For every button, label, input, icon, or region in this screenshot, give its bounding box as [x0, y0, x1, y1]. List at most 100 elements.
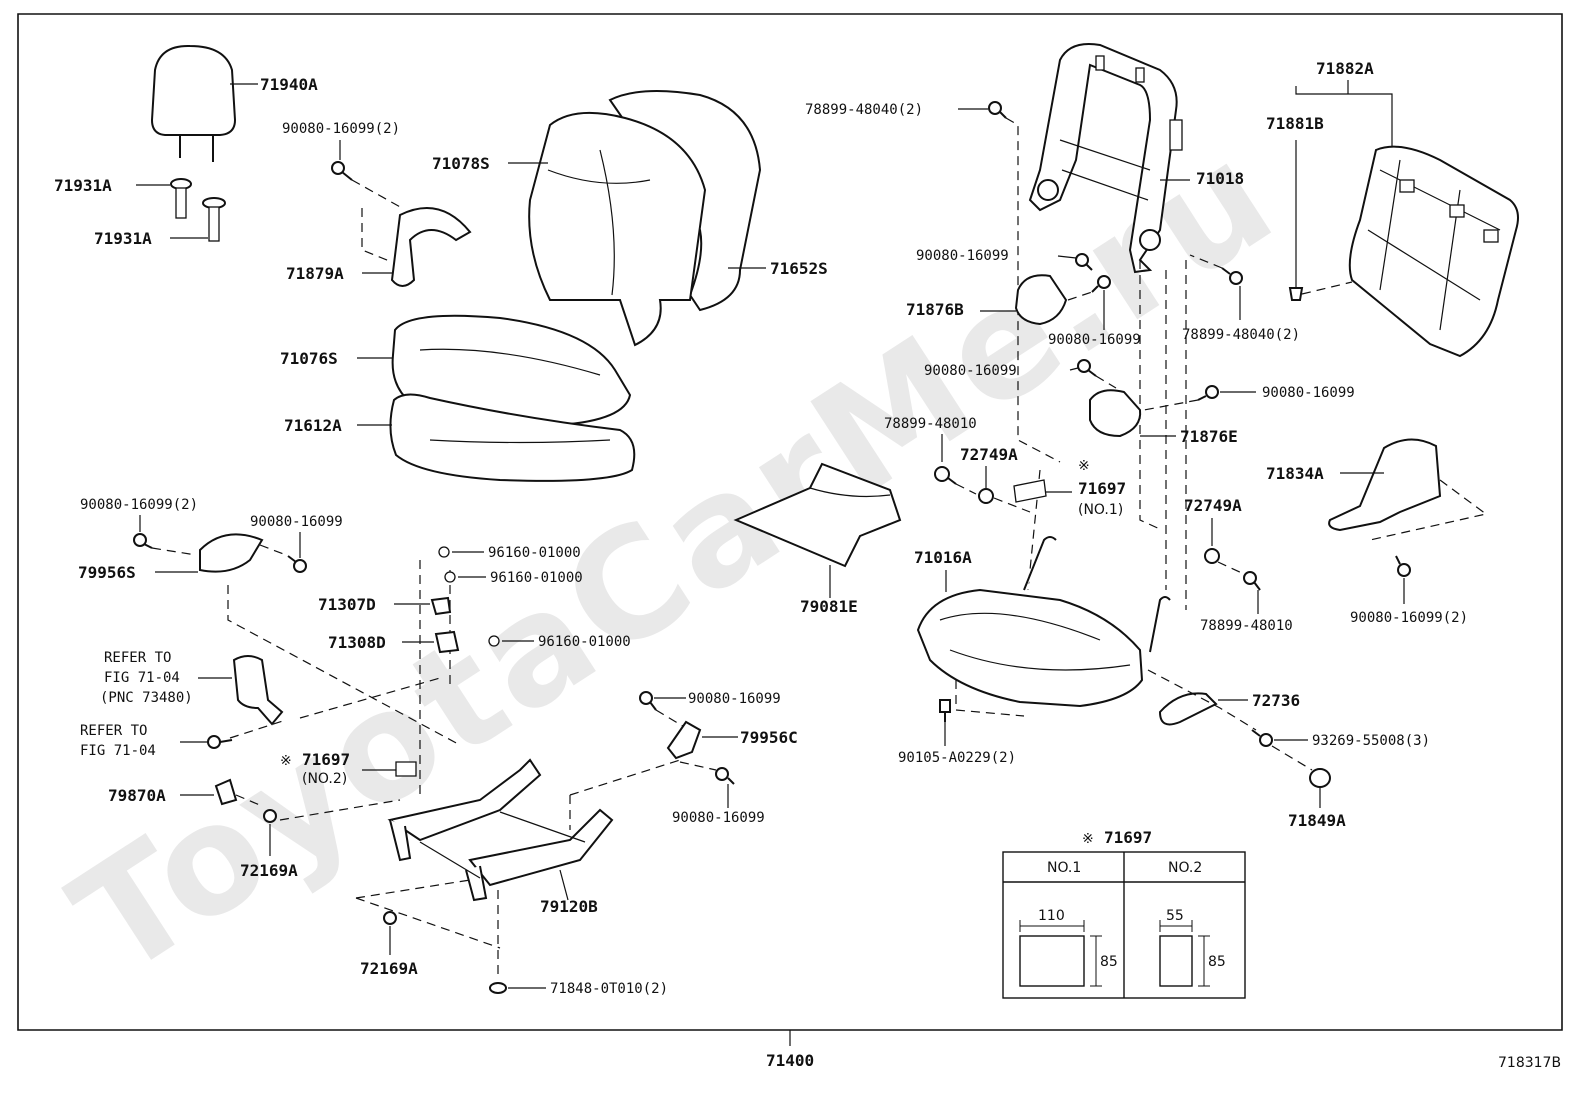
label-71016A: 71016A [914, 548, 972, 567]
bolt-78899-48010-b [1243, 571, 1261, 591]
bolt-90105 [939, 699, 951, 722]
label-71076S: 71076S [280, 349, 338, 368]
label-90080-16099-b: 90080-16099 [1048, 332, 1141, 348]
no2-width: 55 [1166, 908, 1184, 924]
no1-pad-shape [1019, 920, 1102, 987]
assembly-number: 71400 [766, 1051, 814, 1070]
mat-79081E [733, 462, 902, 568]
label-71931A-1: 71931A [54, 176, 112, 195]
label-79956C: 79956C [740, 728, 798, 747]
label-71882A: 71882A [1316, 59, 1374, 78]
nut-72749A-b [1204, 548, 1220, 564]
refer2-line2: FIG 71-04 [80, 743, 156, 759]
label-79120B: 79120B [540, 897, 598, 916]
label-72169A-b: 72169A [360, 959, 418, 978]
label-71931A-2: 71931A [94, 229, 152, 248]
label-78899-48040-2a: 78899-48040(2) [805, 102, 923, 118]
label-96160-01000-b: 96160-01000 [490, 570, 583, 586]
seatbelt-buckle [232, 655, 284, 726]
clip-96160-b [444, 571, 456, 583]
bolt-79956C-lower [715, 767, 735, 785]
label-71876B: 71876B [906, 300, 964, 319]
label-71879A: 71879A [286, 264, 344, 283]
no2-pad-shape [1159, 920, 1210, 987]
cap-71849A [1309, 768, 1331, 788]
label-71078S: 71078S [432, 154, 490, 173]
trim-79956C [666, 720, 702, 760]
label-71697-no2-mark: ※ [280, 753, 292, 769]
label-96160-01000-c: 96160-01000 [538, 634, 631, 650]
bolt-78899-48010-a [934, 466, 957, 485]
label-71652S: 71652S [770, 259, 828, 278]
label-90080-16099-2c: 90080-16099(2) [1350, 610, 1468, 626]
label-96160-01000-a: 96160-01000 [488, 545, 581, 561]
pad-71697-no1 [1013, 479, 1047, 503]
cover-71879A [390, 207, 472, 287]
label-90080-16099-a: 90080-16099 [916, 248, 1009, 264]
no1-height: 85 [1100, 954, 1118, 970]
headrest [150, 44, 237, 162]
link-71308D [434, 630, 460, 654]
label-90080-16099-g: 90080-16099 [672, 810, 765, 826]
label-90080-16099-2b: 90080-16099(2) [80, 497, 198, 513]
label-71018: 71018 [1196, 169, 1244, 188]
seatback-frame-71018 [1028, 43, 1183, 274]
trim-79956S [199, 533, 264, 573]
label-72749A-b: 72749A [1184, 496, 1242, 515]
bolt-refer-fig [207, 735, 233, 749]
label-71940A: 71940A [260, 75, 318, 94]
label-90080-16099-f: 90080-16099 [688, 691, 781, 707]
label-79081E: 79081E [800, 597, 858, 616]
label-71834A: 71834A [1266, 464, 1324, 483]
label-71697-no1-sub: (NO.1) [1078, 502, 1123, 518]
clip-96160-c [488, 635, 500, 647]
nut-72749A-a [978, 488, 994, 504]
label-71697-no1: 71697 [1078, 479, 1126, 498]
diagram-frame [17, 13, 1563, 1031]
label-90080-16099-2a: 90080-16099(2) [282, 121, 400, 137]
table-title-mark: ※ [1082, 831, 1094, 847]
cushion-pad-71612A [389, 393, 636, 482]
bolt-79956S-right [287, 555, 307, 573]
link-71307D [430, 596, 452, 616]
cushion-cover-71076S [391, 314, 632, 427]
label-72169A-a: 72169A [240, 861, 298, 880]
label-78899-48010-a: 78899-48010 [884, 416, 977, 432]
refer1-line2: FIG 71-04 [104, 670, 180, 686]
seatback-board-71882A [1348, 145, 1519, 358]
refer1-line3: (PNC 73480) [100, 690, 193, 706]
figure-id: 718317B [1498, 1055, 1561, 1071]
label-71697-no1-mark: ※ [1078, 458, 1090, 474]
dimension-table [1002, 851, 1246, 999]
washer-72169A-a [263, 809, 277, 823]
washer-72169A-b [383, 911, 397, 925]
label-90080-16099-c: 90080-16099 [924, 363, 1017, 379]
table-title: 71697 [1104, 828, 1152, 847]
bolt-79956C-upper [639, 691, 657, 711]
clip-96160-a [438, 546, 450, 558]
bolt-upper-left [331, 161, 353, 181]
label-72736: 72736 [1252, 691, 1300, 710]
label-71697-no2: 71697 [302, 750, 350, 769]
label-90105-A0229-2: 90105-A0229(2) [898, 750, 1016, 766]
lever-72736 [1158, 692, 1218, 726]
cover-71876B [1014, 274, 1068, 326]
label-90080-16099-d: 90080-16099 [1262, 385, 1355, 401]
label-71308D: 71308D [328, 633, 386, 652]
headrest-guide-1 [170, 178, 192, 219]
clip-71881B [1288, 287, 1304, 301]
bolt-90080-d [1197, 385, 1219, 401]
label-71612A: 71612A [284, 416, 342, 435]
bolt-90080-a [1075, 253, 1093, 271]
refer2-line1: REFER TO [80, 723, 147, 739]
refer1-line1: REFER TO [104, 650, 171, 666]
no2-height: 85 [1208, 954, 1226, 970]
seat-track-79120B [387, 758, 614, 902]
stopper-71848 [489, 982, 507, 994]
bolt-90080-c [1077, 359, 1097, 377]
bolt-71834A [1395, 555, 1411, 577]
bolt-79956S-left [133, 533, 153, 549]
label-90080-16099-e: 90080-16099 [250, 514, 343, 530]
table-col-no1: NO.1 [1047, 860, 1081, 876]
headrest-guide-2 [202, 197, 226, 242]
